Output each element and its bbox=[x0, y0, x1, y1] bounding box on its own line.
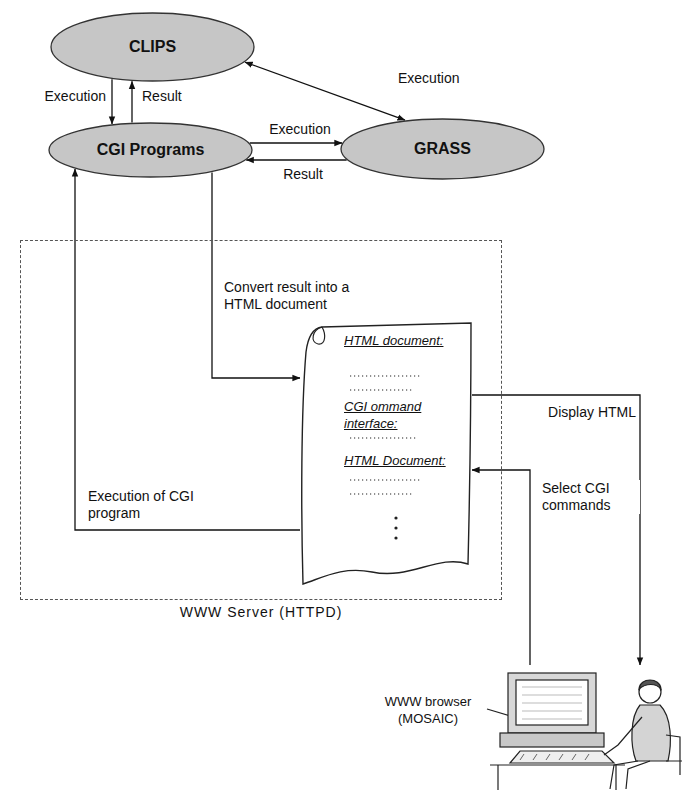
node-label: CLIPS bbox=[129, 38, 176, 56]
ellipsis-dot bbox=[394, 536, 397, 539]
screen-line bbox=[522, 687, 582, 688]
keyboard-key bbox=[533, 754, 537, 760]
edge-label: Result bbox=[140, 88, 204, 105]
screen-line bbox=[522, 695, 582, 696]
edge-label: Execution bbox=[258, 121, 342, 138]
ellipse-shape bbox=[51, 13, 254, 81]
html-document: HTML document: CGI ommand interface: HTML … bbox=[300, 322, 472, 585]
computer-part bbox=[666, 735, 682, 775]
connectors bbox=[75, 62, 640, 665]
region-label: WWW Server (HTTPD) bbox=[21, 604, 501, 620]
ellipse-shape bbox=[341, 119, 544, 179]
computer-part bbox=[508, 673, 596, 733]
flow-arrow bbox=[131, 81, 132, 122]
flow-arrow bbox=[245, 62, 405, 120]
browser-workstation: WWW browser (MOSAIC) bbox=[490, 665, 685, 790]
computer-part bbox=[516, 680, 588, 725]
server-region: WWW Server (HTTPD)HTML document:CGI omma… bbox=[20, 240, 502, 600]
flow-arrow bbox=[75, 169, 300, 530]
computer-part bbox=[510, 751, 614, 763]
screen-line bbox=[522, 711, 582, 712]
edge-label: Result bbox=[266, 166, 340, 183]
computer-part bbox=[490, 764, 625, 765]
dotted-line bbox=[350, 479, 420, 480]
computer-part bbox=[632, 705, 670, 761]
keyboard-key bbox=[559, 754, 563, 760]
document-section-label: HTML document: bbox=[344, 332, 464, 349]
computer-part bbox=[500, 733, 604, 747]
flow-arrow bbox=[111, 79, 112, 124]
computer-illustration bbox=[490, 665, 685, 790]
flow-arrow bbox=[472, 470, 530, 665]
scroll-shape bbox=[302, 323, 471, 584]
node-label: CGI Programs bbox=[97, 141, 205, 159]
flow-arrow bbox=[246, 159, 346, 160]
dotted-line bbox=[350, 389, 412, 390]
program-ellipse: CGI Programs bbox=[48, 122, 253, 178]
dotted-line bbox=[350, 375, 420, 376]
edge-label: Execution bbox=[28, 88, 108, 105]
edge-label: Execution bbox=[396, 70, 480, 87]
ellipsis-dot bbox=[394, 526, 397, 529]
keyboard-key bbox=[572, 754, 576, 760]
document-section-label: HTML Document: bbox=[344, 452, 464, 469]
program-ellipse: GRASS bbox=[340, 118, 545, 180]
dotted-line bbox=[350, 437, 416, 438]
computer-part bbox=[639, 681, 661, 703]
screen-line bbox=[522, 703, 582, 704]
flow-arrow bbox=[472, 395, 640, 665]
keyboard-key bbox=[520, 754, 524, 760]
flow-arrow bbox=[250, 142, 342, 143]
scroll-curl bbox=[313, 327, 325, 344]
computer-part bbox=[610, 761, 650, 789]
edge-label: Convert result into a HTML document bbox=[222, 279, 376, 313]
ellipse-shape bbox=[49, 123, 252, 177]
program-ellipse: CLIPS bbox=[50, 12, 255, 82]
browser-label: WWW browser (MOSAIC) bbox=[374, 693, 482, 727]
ellipsis-dot bbox=[394, 516, 397, 519]
keyboard-key bbox=[585, 754, 589, 760]
keyboard-key bbox=[546, 754, 550, 760]
dotted-line bbox=[350, 493, 412, 494]
flow-arrow bbox=[212, 172, 300, 378]
edge-label: Select CGI commands bbox=[540, 480, 640, 514]
edge-label: Display HTML bbox=[528, 404, 638, 421]
edge-label: Execution of CGI program bbox=[86, 488, 200, 522]
computer-part bbox=[604, 717, 642, 755]
screen-line bbox=[522, 719, 582, 720]
computer-part bbox=[639, 680, 661, 689]
node-label: GRASS bbox=[414, 140, 471, 158]
computer-part bbox=[498, 765, 616, 790]
document-section-label: CGI ommand interface: bbox=[344, 398, 439, 432]
